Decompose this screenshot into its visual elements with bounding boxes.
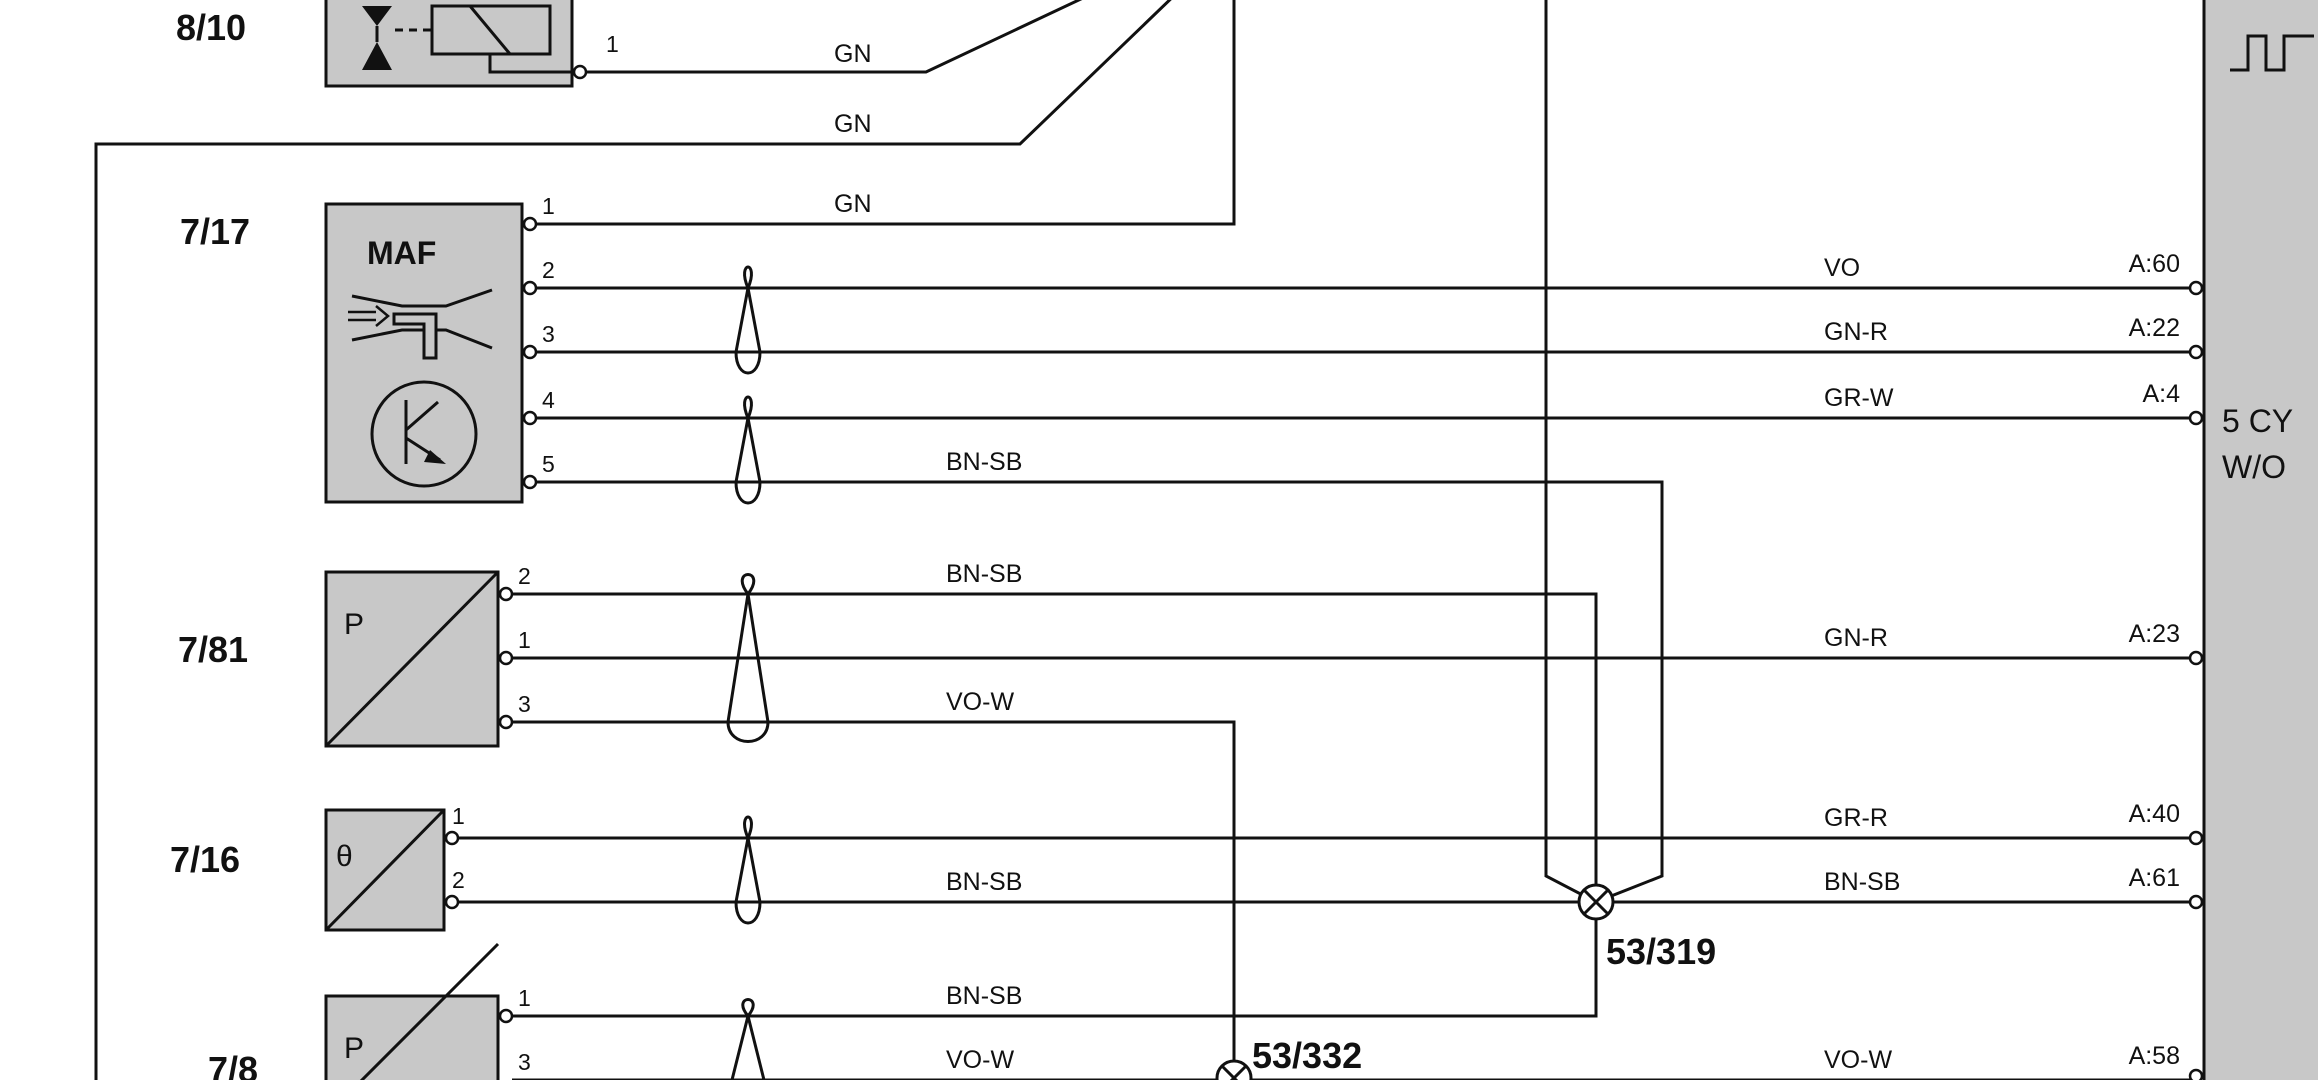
wire-color-label: GR-R <box>1824 804 1888 832</box>
square-wave-icon <box>2230 34 2314 72</box>
pin-label: 3 <box>542 321 555 347</box>
ecm-pin-label: A:4 <box>2142 380 2180 408</box>
component-7-8: 7/8 P <box>208 942 500 1080</box>
pin-label: 3 <box>518 1049 531 1075</box>
pin-label: 4 <box>542 387 555 413</box>
ecm-module: 5 CY W/O <box>2202 0 2318 1080</box>
pin-label: 1 <box>606 31 619 57</box>
pin-connector <box>572 64 588 80</box>
ecm-pin-label: A:61 <box>2129 864 2180 892</box>
pin-label: 1 <box>518 985 531 1011</box>
wire-color-label: GN-R <box>1824 624 1888 652</box>
ecm-note-line1: 5 CY <box>2222 403 2293 439</box>
pin-label: 3 <box>518 691 531 717</box>
ecm-pin-label: A:23 <box>2129 620 2180 648</box>
wire-color-label: VO-W <box>946 1046 1014 1074</box>
splice-label: 53/319 <box>1606 931 1716 972</box>
pressure-symbol: P <box>344 608 364 641</box>
ecm-note-line2: W/O <box>2222 449 2286 485</box>
ecm-pin-label: A:40 <box>2129 800 2180 828</box>
pressure-symbol: P <box>344 1032 364 1065</box>
airflow-icon <box>348 288 493 360</box>
wire-color-label: GR-W <box>1824 384 1894 412</box>
splice-53-319 <box>1577 883 1615 921</box>
transistor-icon <box>370 380 478 488</box>
component-id-7-16: 7/16 <box>170 839 240 880</box>
valve-icon <box>362 6 392 70</box>
component-id-8-10: 8/10 <box>176 7 246 48</box>
component-id-7-81: 7/81 <box>178 629 248 670</box>
pin-label: 2 <box>452 867 465 893</box>
wire-color-label: BN-SB <box>946 448 1022 476</box>
wire-color-label: VO <box>1824 254 1860 282</box>
component-7-16: 7/16 θ <box>170 808 446 932</box>
pin-label: 1 <box>542 193 555 219</box>
wire-color-label: BN-SB <box>946 982 1022 1010</box>
wire-color-label: BN-SB <box>946 560 1022 588</box>
wire-color-label: BN-SB <box>946 868 1022 896</box>
wires <box>94 0 2204 1080</box>
ecm-pin-label: A:58 <box>2129 1042 2180 1070</box>
wire-color-label: GN <box>834 190 872 218</box>
component-id-7-8: 7/8 <box>208 1049 258 1080</box>
maf-label: MAF <box>367 235 436 271</box>
pin-label: 1 <box>518 627 531 653</box>
pin-label: 2 <box>542 257 555 283</box>
component-id-7-17: 7/17 <box>180 211 250 252</box>
ecm-pin-label: A:60 <box>2129 250 2180 278</box>
wire-color-label: BN-SB <box>1824 868 1900 896</box>
pin-label: 5 <box>542 451 555 477</box>
wire-color-label: VO-W <box>946 688 1014 716</box>
wire-color-label: GN <box>834 40 872 68</box>
wire-color-label: GN-R <box>1824 318 1888 346</box>
wire-color-label: VO-W <box>1824 1046 1892 1074</box>
splice-label: 53/332 <box>1252 1035 1362 1076</box>
ecm-pin-label: A:22 <box>2129 314 2180 342</box>
splice-53-332 <box>1215 1059 1253 1080</box>
component-7-17: 7/17 MAF <box>180 202 524 504</box>
pin-label: 2 <box>518 563 531 589</box>
wire-color-label: GN <box>834 110 872 138</box>
twisted-pair-icon <box>726 265 770 1080</box>
component-8-10: 8/10 1 <box>176 0 619 88</box>
pin-label: 1 <box>452 803 465 829</box>
temperature-symbol: θ <box>336 840 353 873</box>
component-7-81: 7/81 P <box>178 570 500 748</box>
